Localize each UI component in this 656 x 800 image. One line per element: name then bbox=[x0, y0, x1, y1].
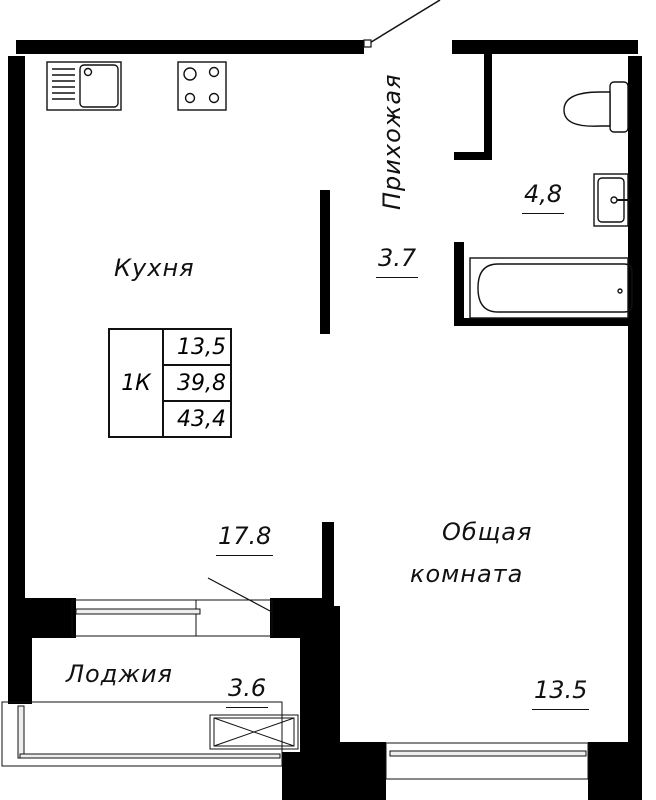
stove-icon bbox=[177, 61, 227, 111]
ventilation-shaft-icon bbox=[209, 714, 299, 750]
area-living: 13.5 bbox=[532, 676, 590, 710]
room-label-kitchen: Кухня bbox=[114, 254, 195, 282]
area-bathroom: 4,8 bbox=[522, 180, 565, 214]
washbasin-icon bbox=[593, 173, 630, 227]
apartment-type: 1К bbox=[110, 330, 164, 436]
apartment-summary-table: 1К 13,5 39,8 43,4 bbox=[108, 328, 232, 438]
windows bbox=[1, 599, 589, 780]
total-area-value: 39,8 bbox=[164, 366, 230, 402]
walls bbox=[8, 40, 642, 800]
bathtub-icon bbox=[469, 257, 633, 319]
toilet-icon bbox=[563, 81, 629, 133]
room-label-living-line1: Общая bbox=[442, 518, 533, 546]
area-kitchen: 17.8 bbox=[216, 522, 274, 556]
room-label-hallway: Прихожая bbox=[378, 73, 406, 210]
room-label-hallway-wrap: Прихожая bbox=[378, 73, 406, 210]
kitchen-sink-icon bbox=[46, 61, 122, 111]
total-with-loggia-value: 43,4 bbox=[177, 406, 226, 432]
living-area-value: 13,5 bbox=[164, 330, 230, 366]
room-label-living-line2: комната bbox=[410, 560, 524, 588]
room-label-loggia: Лоджия bbox=[66, 660, 173, 688]
area-hallway: 3.7 bbox=[376, 244, 419, 278]
area-loggia: 3.6 bbox=[226, 674, 269, 708]
